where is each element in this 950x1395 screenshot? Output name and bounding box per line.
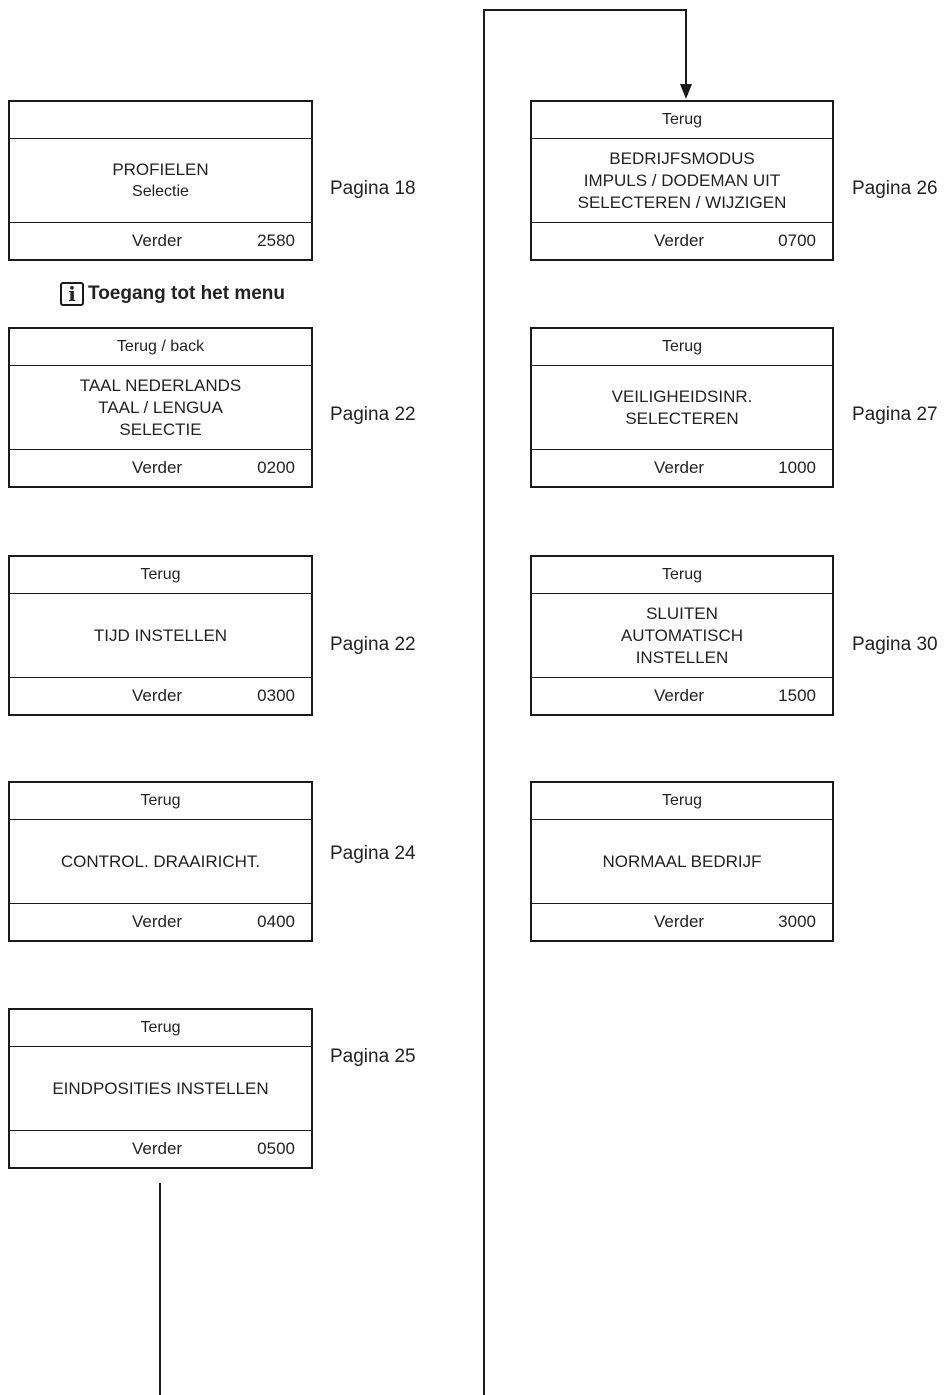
box-header: Terug xyxy=(532,329,832,366)
menu-box-eindposities: Terug EINDPOSITIES INSTELLEN Verder 0500 xyxy=(8,1008,313,1169)
menu-code: 1000 xyxy=(778,458,816,477)
info-icon: i xyxy=(60,282,84,306)
menu-box-tijd: Terug TIJD INSTELLEN Verder 0300 xyxy=(8,555,313,716)
box-line: SELECTEREN / WIJZIGEN xyxy=(577,192,787,212)
box-body: EINDPOSITIES INSTELLEN xyxy=(10,1047,311,1130)
box-body: PROFIELEN Selectie xyxy=(10,139,311,222)
box-header: Terug xyxy=(10,557,311,594)
menu-box-draairicht: Terug CONTROL. DRAAIRICHT. Verder 0400 xyxy=(8,781,313,942)
menu-code: 0400 xyxy=(257,912,295,931)
box-footer: Verder 0500 xyxy=(10,1130,311,1167)
box-header xyxy=(10,102,311,139)
menu-box-profielen: PROFIELEN Selectie Verder 2580 xyxy=(8,100,313,261)
box-header: Terug xyxy=(532,557,832,594)
box-footer: Verder 1000 xyxy=(532,449,832,486)
box-line: INSTELLEN xyxy=(635,647,729,667)
box-header: Terug / back xyxy=(10,329,311,366)
box-line: CONTROL. DRAAIRICHT. xyxy=(60,851,261,871)
box-body: TAAL NEDERLANDS TAAL / LENGUA SELECTIE xyxy=(10,366,311,449)
menu-box-normaal: Terug NORMAAL BEDRIJF Verder 3000 xyxy=(530,781,834,942)
next-label: Verder xyxy=(132,912,183,931)
box-line: SLUITEN xyxy=(646,603,718,623)
box-footer: Verder 0400 xyxy=(10,903,311,940)
box-line: PROFIELEN xyxy=(112,159,209,179)
menu-code: 0200 xyxy=(257,458,295,477)
page-ref: Pagina 22 xyxy=(330,634,416,655)
notice-text: Toegang tot het menu xyxy=(88,283,286,304)
box-line: EINDPOSITIES INSTELLEN xyxy=(52,1078,269,1098)
next-label: Verder xyxy=(132,686,183,705)
next-label: Verder xyxy=(654,231,705,250)
box-footer: Verder 2580 xyxy=(10,222,311,259)
page-ref: Pagina 27 xyxy=(852,404,938,425)
box-body: TIJD INSTELLEN xyxy=(10,594,311,677)
menu-code: 0700 xyxy=(778,231,816,250)
box-line: TIJD INSTELLEN xyxy=(93,625,228,645)
box-footer: Verder 0700 xyxy=(532,222,832,259)
box-line: VEILIGHEIDSINR. xyxy=(611,386,753,406)
next-label: Verder xyxy=(132,1139,183,1158)
box-header: Terug xyxy=(532,102,832,139)
right-loop-line xyxy=(483,9,687,1395)
page-ref: Pagina 24 xyxy=(330,843,416,864)
box-line: SELECTEREN xyxy=(625,408,739,428)
next-label: Verder xyxy=(654,686,705,705)
menu-code: 1500 xyxy=(778,686,816,705)
box-line: TAAL / LENGUA xyxy=(98,397,223,417)
menu-code: 0500 xyxy=(257,1139,295,1158)
menu-box-veiligheid: Terug VEILIGHEIDSINR. SELECTEREN Verder … xyxy=(530,327,834,488)
box-header: Terug xyxy=(532,783,832,820)
next-label: Verder xyxy=(132,458,183,477)
box-line: NORMAAL BEDRIJF xyxy=(602,851,762,871)
box-footer: Verder 0300 xyxy=(10,677,311,714)
page-ref: Pagina 30 xyxy=(852,634,938,655)
menu-box-bedrijfsmodus: Terug BEDRIJFSMODUS IMPULS / DODEMAN UIT… xyxy=(530,100,834,261)
box-body: BEDRIJFSMODUS IMPULS / DODEMAN UIT SELEC… xyxy=(532,139,832,222)
box-body: CONTROL. DRAAIRICHT. xyxy=(10,820,311,903)
menu-box-taal: Terug / back TAAL NEDERLANDS TAAL / LENG… xyxy=(8,327,313,488)
box-header: Terug xyxy=(10,783,311,820)
box-footer: Verder 1500 xyxy=(532,677,832,714)
box-line: IMPULS / DODEMAN UIT xyxy=(583,170,781,190)
box-line: SELECTIE xyxy=(119,419,202,439)
menu-access-notice: i Toegang tot het menu xyxy=(60,282,285,306)
box-line: TAAL NEDERLANDS xyxy=(79,375,242,395)
menu-code: 2580 xyxy=(257,231,295,250)
next-label: Verder xyxy=(654,912,705,931)
arrow-head xyxy=(680,84,692,99)
page-ref: Pagina 25 xyxy=(330,1046,416,1067)
page-ref: Pagina 26 xyxy=(852,178,938,199)
page-ref: Pagina 18 xyxy=(330,178,416,199)
next-label: Verder xyxy=(654,458,705,477)
box-line: BEDRIJFSMODUS xyxy=(609,148,755,168)
box-body: NORMAAL BEDRIJF xyxy=(532,820,832,903)
box-header: Terug xyxy=(10,1010,311,1047)
menu-box-sluiten: Terug SLUITEN AUTOMATISCH INSTELLEN Verd… xyxy=(530,555,834,716)
box-line: Selectie xyxy=(132,182,189,200)
box-body: SLUITEN AUTOMATISCH INSTELLEN xyxy=(532,594,832,677)
next-label: Verder xyxy=(132,231,183,250)
box-footer: Verder 0200 xyxy=(10,449,311,486)
box-line: AUTOMATISCH xyxy=(620,625,744,645)
box-footer: Verder 3000 xyxy=(532,903,832,940)
page-ref: Pagina 22 xyxy=(330,404,416,425)
menu-code: 0300 xyxy=(257,686,295,705)
menu-code: 3000 xyxy=(778,912,816,931)
box-body: VEILIGHEIDSINR. SELECTEREN xyxy=(532,366,832,449)
